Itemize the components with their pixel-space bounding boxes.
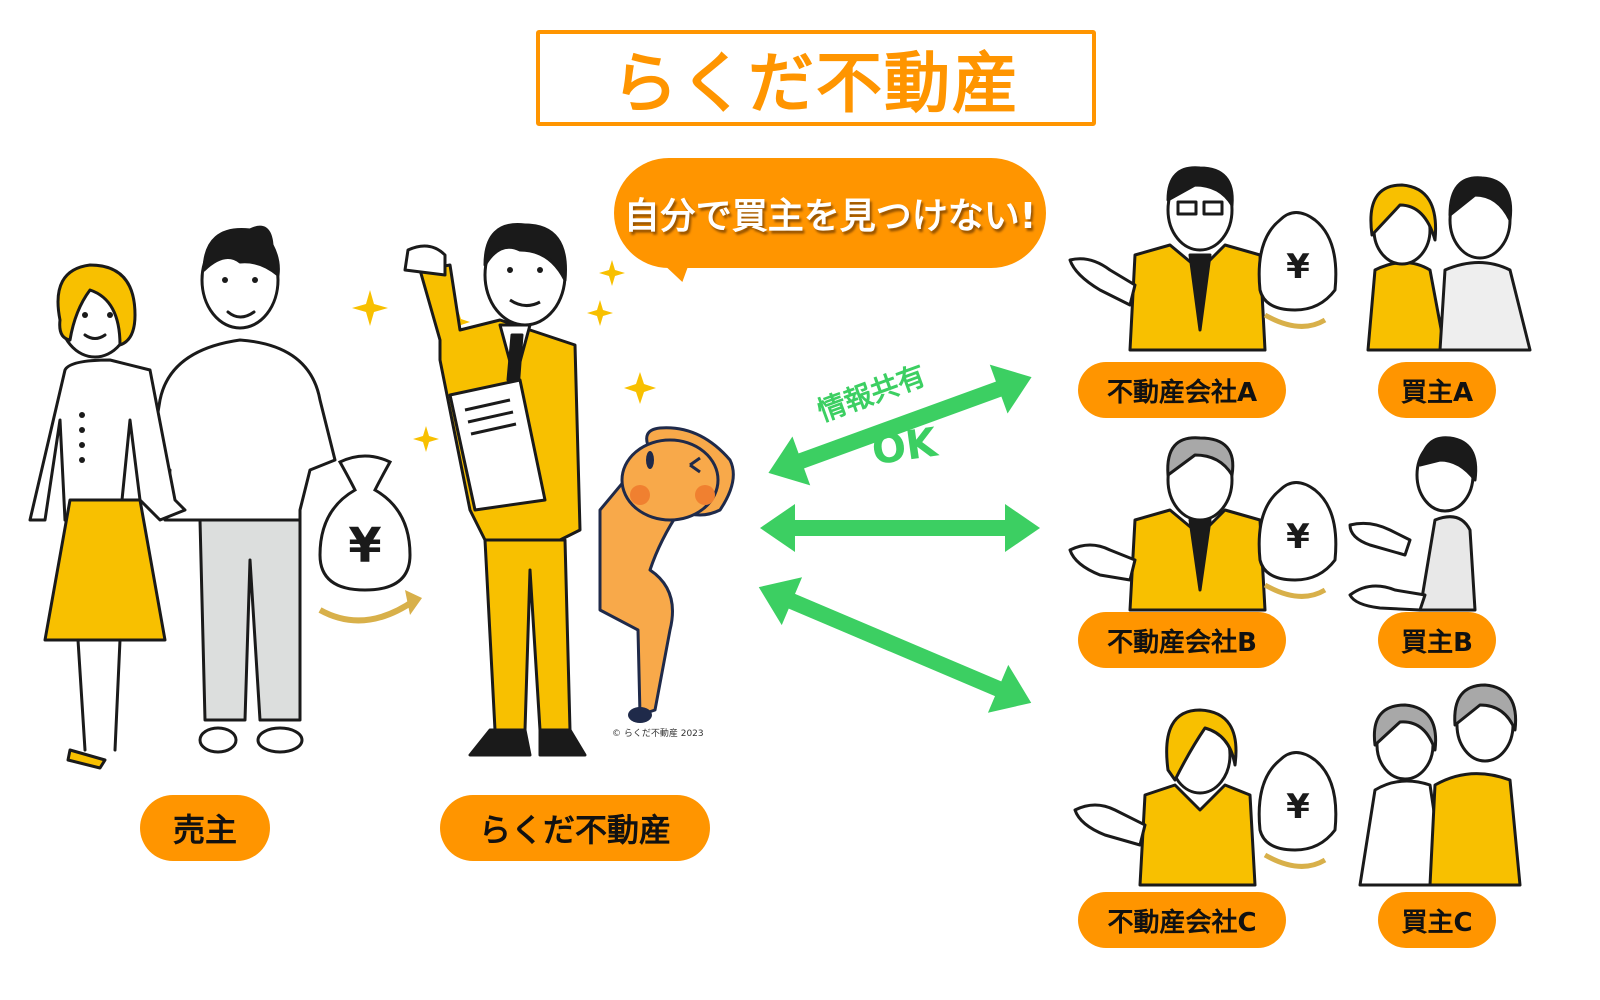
- info-sharing-arrows: [758, 364, 1040, 713]
- title-box: らくだ不動産: [536, 30, 1096, 126]
- yen-symbol: ¥: [1286, 787, 1310, 827]
- seller-couple-illustration: [28, 225, 337, 770]
- buyer-b-label: 買主B: [1378, 612, 1496, 668]
- company-c-label: 不動産会社C: [1078, 892, 1286, 948]
- yen-symbol: ¥: [348, 518, 381, 574]
- copyright-text: © らくだ不動産 2023: [612, 729, 704, 739]
- company-c-buyer-c-illustration: ¥: [1073, 683, 1522, 887]
- speech-bubble-text: 自分で買主を見つけない!: [623, 196, 1037, 237]
- company-b-label: 不動産会社B: [1078, 612, 1286, 668]
- rakuda-agent-illustration: [403, 223, 735, 757]
- company-b-label-text: 不動産会社B: [1107, 627, 1257, 658]
- yen-symbol: ¥: [1286, 517, 1310, 557]
- agency-label-text: らくだ不動産: [478, 811, 671, 849]
- company-a-buyer-a-illustration: ¥: [1068, 166, 1532, 352]
- money-bag-icon: ¥: [318, 454, 422, 624]
- company-b-buyer-b-illustration: ¥: [1068, 436, 1478, 612]
- agency-label: らくだ不動産: [440, 795, 710, 861]
- company-c-label-text: 不動産会社C: [1107, 907, 1257, 938]
- page-title: らくだ不動産: [612, 45, 1020, 122]
- seller-label: 売主: [140, 795, 270, 861]
- seller-label-text: 売主: [172, 811, 237, 849]
- buyer-c-label: 買主C: [1378, 892, 1496, 948]
- ok-label: OK: [869, 419, 940, 475]
- company-a-label-text: 不動産会社A: [1106, 377, 1258, 408]
- company-a-label: 不動産会社A: [1078, 362, 1286, 418]
- buyer-c-label-text: 買主C: [1401, 907, 1473, 938]
- buyer-a-label: 買主A: [1378, 362, 1496, 418]
- buyer-b-label-text: 買主B: [1401, 627, 1473, 658]
- yen-symbol: ¥: [1286, 247, 1310, 287]
- speech-bubble: 自分で買主を見つけない!: [614, 158, 1046, 268]
- buyer-a-label-text: 買主A: [1400, 377, 1474, 408]
